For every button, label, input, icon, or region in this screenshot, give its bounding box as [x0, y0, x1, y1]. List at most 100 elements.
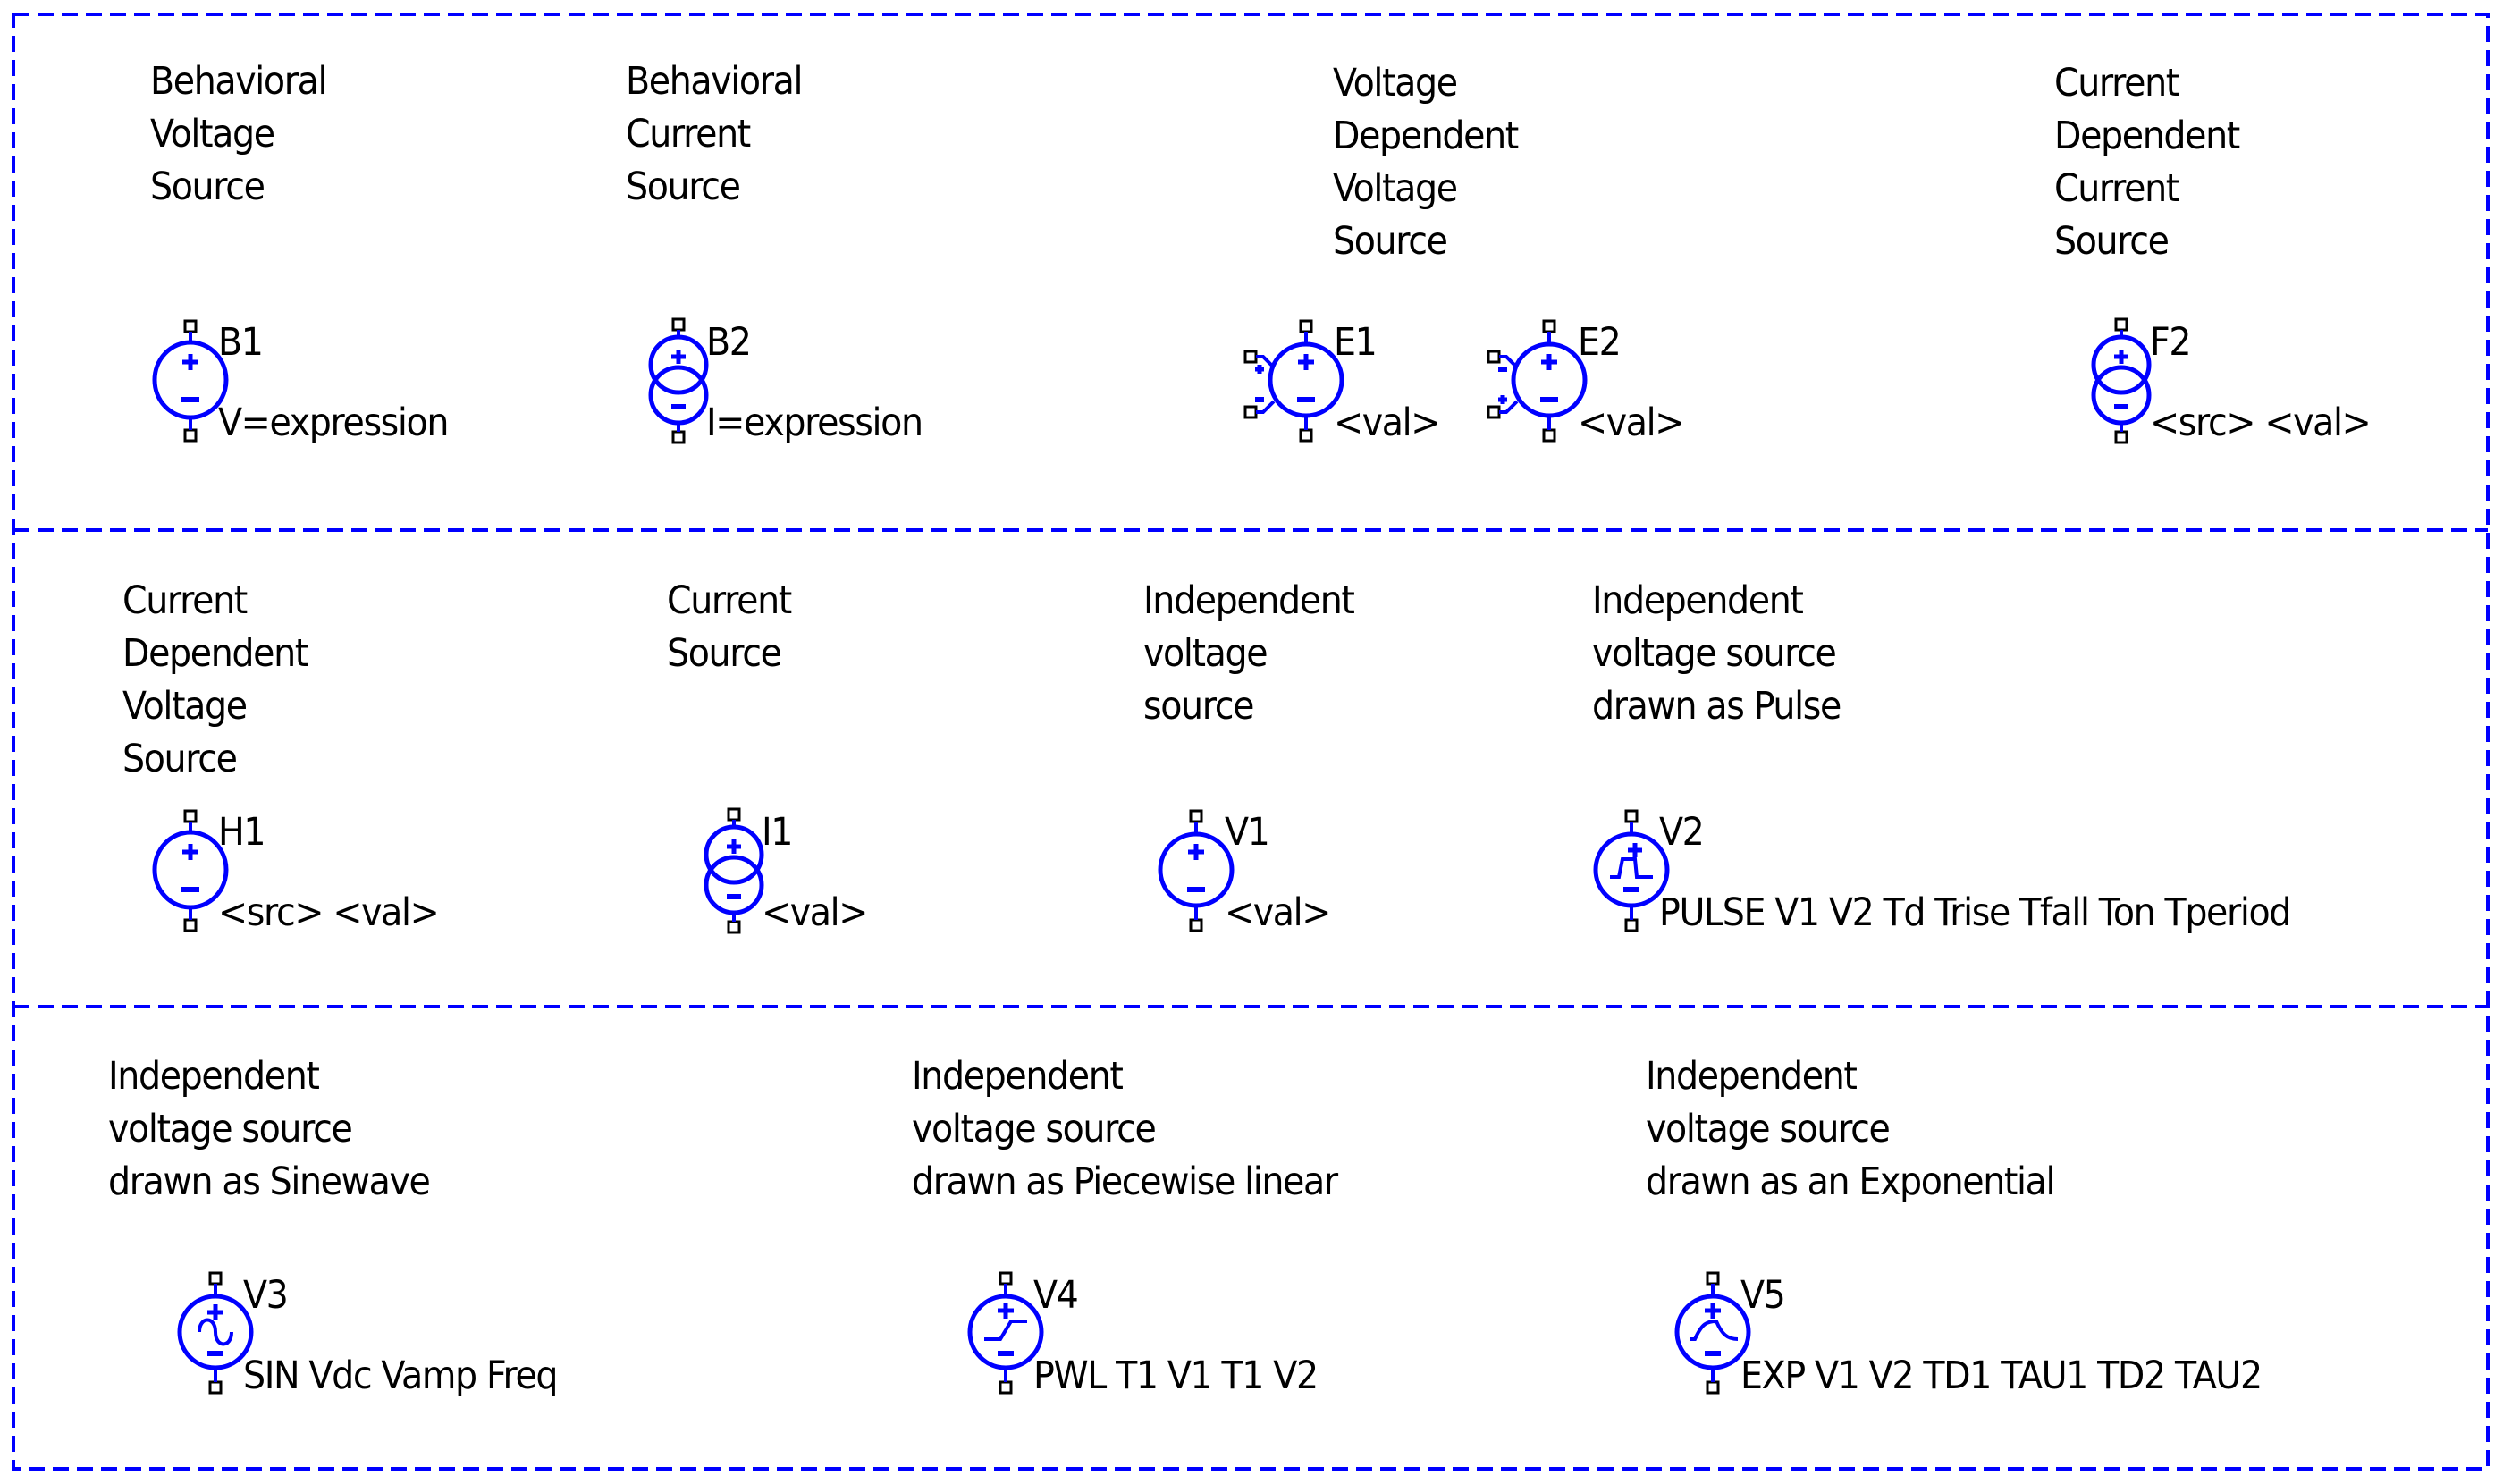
symbol-v5[interactable] [1674, 1271, 1751, 1395]
pwl-wave-icon [984, 1320, 1027, 1341]
value-label-v3[interactable]: SIN Vdc Vamp Freq [243, 1353, 559, 1398]
pin-terminal[interactable] [208, 1380, 223, 1395]
plus-sign-icon [1628, 843, 1642, 857]
pin-terminal[interactable] [999, 1271, 1013, 1286]
pin-terminal[interactable] [1243, 405, 1258, 419]
pin-terminal[interactable] [2114, 430, 2128, 444]
pin-terminal[interactable] [1706, 1271, 1720, 1286]
pin-terminal[interactable] [1487, 350, 1501, 364]
symbol-f2[interactable] [2091, 317, 2152, 444]
sine-wave-icon [198, 1318, 233, 1346]
plus-sign-icon [727, 839, 741, 854]
pin-terminal[interactable] [1542, 428, 1556, 443]
symbol-v4[interactable] [967, 1271, 1044, 1395]
ref-label-v3[interactable]: V3 [243, 1273, 289, 1318]
plus-sign-icon [182, 354, 198, 370]
symbol-e1[interactable] [1243, 319, 1344, 443]
source-circle [1268, 341, 1344, 418]
title-line: Voltage [1333, 61, 1458, 105]
source-circle-top [648, 334, 709, 395]
pin-terminal[interactable] [999, 1380, 1013, 1395]
pin-terminal[interactable] [671, 430, 686, 444]
pin-terminal[interactable] [1624, 809, 1639, 823]
pin-terminal[interactable] [1299, 428, 1313, 443]
title-line: Current [667, 578, 792, 623]
value-label-i1[interactable]: <val> [762, 890, 868, 935]
pin-terminal[interactable] [183, 918, 198, 932]
pin-terminal[interactable] [1189, 809, 1203, 823]
pin-terminal[interactable] [2114, 317, 2128, 332]
pin-terminal[interactable] [183, 319, 198, 333]
title-line: Independent [1592, 578, 1804, 623]
value-label-b1[interactable]: V=expression [218, 401, 449, 445]
title-v3: Independent voltage source drawn as Sine… [108, 1050, 431, 1209]
value-label-h1[interactable]: <src> <val> [218, 890, 440, 935]
ref-label-v2[interactable]: V2 [1659, 810, 1705, 855]
plus-sign-icon [207, 1304, 223, 1320]
ref-label-v1[interactable]: V1 [1225, 810, 1270, 855]
value-label-e1[interactable]: <val> [1334, 401, 1440, 445]
title-line: drawn as an Exponential [1646, 1159, 2056, 1204]
ref-label-v4[interactable]: V4 [1033, 1273, 1079, 1318]
title-v1: Independent voltage source [1143, 575, 1355, 733]
ref-label-h1[interactable]: H1 [218, 810, 266, 855]
title-line: Independent [1646, 1054, 1858, 1099]
pin-terminal[interactable] [1487, 405, 1501, 419]
outer-border [12, 13, 2490, 1471]
plus-sign-icon [1298, 354, 1314, 370]
symbol-b1[interactable] [152, 319, 229, 443]
title-v5: Independent voltage source drawn as an E… [1646, 1050, 2056, 1209]
symbol-v2[interactable] [1593, 809, 1670, 932]
symbol-h1[interactable] [152, 809, 229, 932]
pin-terminal[interactable] [727, 807, 741, 822]
ref-label-e2[interactable]: E2 [1578, 320, 1622, 365]
title-v2: Independent voltage source drawn as Puls… [1592, 575, 1841, 733]
control-lead [1499, 355, 1519, 414]
title-line: Source [626, 164, 741, 209]
source-circle-top [704, 824, 764, 885]
pin-terminal[interactable] [1624, 918, 1639, 932]
pin-terminal[interactable] [1243, 350, 1258, 364]
frame [12, 13, 2490, 1471]
value-label-v2[interactable]: PULSE V1 V2 Td Trise Tfall Ton Tperiod [1659, 890, 2291, 935]
pin-terminal[interactable] [671, 317, 686, 332]
ref-label-i1[interactable]: I1 [762, 810, 793, 855]
ref-label-b1[interactable]: B1 [218, 320, 264, 365]
symbol-v3[interactable] [177, 1271, 254, 1395]
plus-sign-icon [1705, 1303, 1721, 1319]
value-label-b2[interactable]: I=expression [706, 401, 923, 445]
title-line: voltage [1143, 631, 1268, 676]
pin-terminal[interactable] [1706, 1380, 1720, 1395]
pin-terminal[interactable] [727, 920, 741, 934]
title-i1: Current Source [667, 575, 792, 680]
ref-label-e1[interactable]: E1 [1334, 320, 1378, 365]
pin-terminal[interactable] [208, 1271, 223, 1286]
control-lead [1256, 355, 1276, 414]
pin-terminal[interactable] [1189, 918, 1203, 932]
value-label-f2[interactable]: <src> <val> [2150, 401, 2372, 445]
title-line: voltage source [1592, 631, 1837, 676]
value-label-v4[interactable]: PWL T1 V1 T1 V2 [1033, 1353, 1319, 1398]
pin-terminal[interactable] [1542, 319, 1556, 333]
value-label-e2[interactable]: <val> [1578, 401, 1684, 445]
ref-label-f2[interactable]: F2 [2150, 320, 2192, 365]
source-circle [152, 830, 229, 910]
pin-terminal[interactable] [183, 428, 198, 443]
value-label-v5[interactable]: EXP V1 V2 TD1 TAU1 TD2 TAU2 [1740, 1353, 2263, 1398]
symbol-i1[interactable] [704, 807, 764, 934]
symbol-e2[interactable] [1487, 319, 1588, 443]
plus-sign-icon [2114, 350, 2128, 364]
title-line: Behavioral [150, 59, 327, 104]
pin-terminal[interactable] [183, 809, 198, 823]
symbol-v1[interactable] [1158, 809, 1235, 932]
title-line: Source [122, 737, 238, 781]
source-circle [1511, 341, 1588, 418]
value-label-v1[interactable]: <val> [1225, 890, 1331, 935]
symbol-b2[interactable] [648, 317, 709, 444]
ref-label-v5[interactable]: V5 [1740, 1273, 1786, 1318]
ref-label-b2[interactable]: B2 [706, 320, 752, 365]
title-line: drawn as Sinewave [108, 1159, 431, 1204]
pin-terminal[interactable] [1299, 319, 1313, 333]
title-f2: Current Dependent Current Source [2054, 57, 2240, 268]
